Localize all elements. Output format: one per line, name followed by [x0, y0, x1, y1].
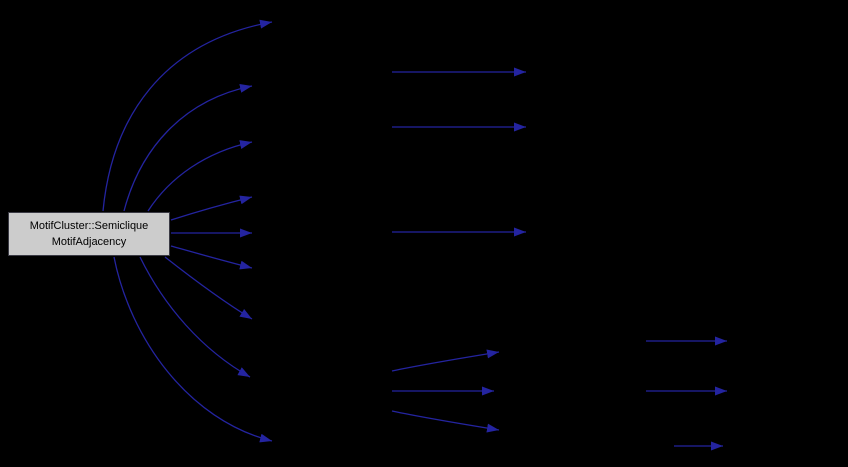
edge-group-right — [646, 336, 727, 451]
edge-group-lower-fan — [391, 349, 500, 433]
node-label-line1: MotifCluster::Semiclique — [30, 220, 149, 232]
edge-left-3 — [147, 140, 253, 212]
edge-group-left-fan — [102, 19, 273, 443]
edge-fan-1 — [391, 349, 500, 372]
edge-left-8 — [139, 256, 251, 378]
node-box[interactable] — [8, 212, 170, 256]
edge-left-2 — [123, 83, 253, 212]
edge-group-middle — [392, 67, 526, 237]
edge-left-9 — [113, 256, 273, 443]
edge-fan-3 — [391, 410, 500, 433]
edge-left-6 — [170, 245, 253, 270]
node-label-line2: MotifAdjacency — [52, 236, 127, 248]
edge-left-4 — [170, 195, 253, 221]
edge-left-1 — [102, 19, 273, 212]
edge-left-7 — [164, 256, 253, 320]
node-semiclique-motifadjacency[interactable]: MotifCluster::Semiclique MotifAdjacency — [8, 212, 170, 256]
